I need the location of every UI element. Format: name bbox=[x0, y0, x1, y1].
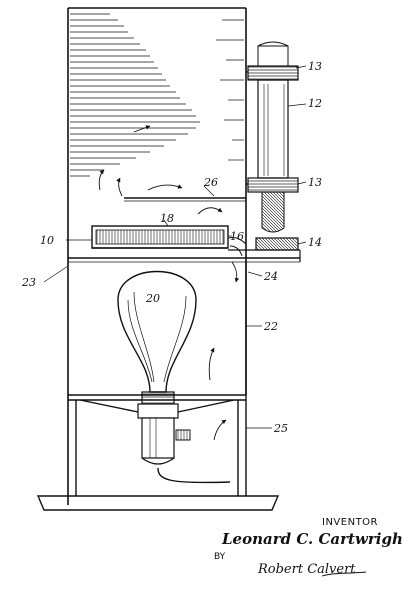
inventor-name: Leonard C. Cartwright bbox=[222, 530, 403, 548]
ref-13-lower: 13 bbox=[308, 176, 322, 189]
ref-26: 26 bbox=[203, 176, 218, 189]
ref-20: 20 bbox=[145, 292, 160, 305]
ref-22: 22 bbox=[263, 320, 278, 333]
ref-24: 24 bbox=[263, 270, 278, 283]
by-label: BY bbox=[214, 552, 226, 562]
reservoir-12 bbox=[246, 41, 299, 251]
reference-numerals: 13 12 13 26 18 16 10 14 23 24 20 22 25 bbox=[21, 60, 322, 435]
tray-10 bbox=[91, 225, 229, 249]
ref-13-upper: 13 bbox=[308, 60, 322, 73]
ref-18: 18 bbox=[160, 212, 174, 225]
light-bulb-20 bbox=[117, 270, 197, 393]
ref-25: 25 bbox=[273, 422, 288, 435]
partition-23 bbox=[68, 249, 301, 263]
ref-10: 10 bbox=[40, 234, 54, 247]
airflow-arrows-lower bbox=[208, 261, 240, 441]
bulb-socket bbox=[137, 391, 231, 484]
signature-flourish bbox=[321, 571, 367, 577]
stand-25 bbox=[36, 394, 280, 511]
upper-chamber-shading bbox=[70, 13, 244, 177]
ref-12: 12 bbox=[308, 97, 322, 110]
ref-23: 23 bbox=[21, 276, 36, 289]
ref-14: 14 bbox=[308, 236, 322, 249]
airflow-arrows-upper bbox=[98, 125, 223, 215]
attorney-signature: Robert Calvert bbox=[258, 562, 356, 577]
duct-16 bbox=[227, 237, 247, 257]
baffle-26 bbox=[124, 197, 246, 202]
leader-lines bbox=[43, 65, 307, 429]
inventor-heading: INVENTOR bbox=[322, 517, 378, 528]
ref-16: 16 bbox=[230, 230, 244, 243]
